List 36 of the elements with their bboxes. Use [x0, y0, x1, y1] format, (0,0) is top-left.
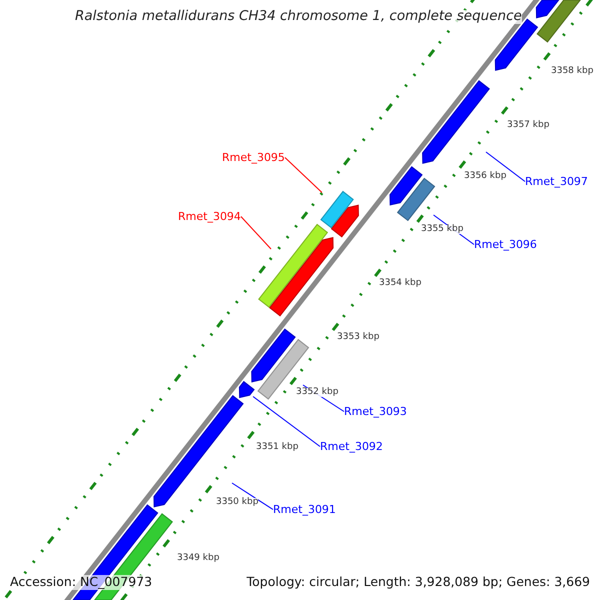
gene-label: Rmet_3092	[320, 441, 383, 452]
tick-label: 3349 kbp	[177, 554, 220, 563]
gene-glyph	[330, 204, 359, 238]
gene-bar	[536, 0, 582, 43]
leader-line	[252, 396, 320, 447]
gene-glyph	[422, 80, 490, 164]
gene-bar	[258, 224, 328, 308]
tick-label: 3352 kbp	[296, 388, 338, 397]
gene-label: Rmet_3095	[222, 152, 285, 163]
footer-text: Accession: NC_007973	[9, 575, 154, 590]
gene-bar	[320, 190, 354, 228]
gene-label: Rmet_3097	[525, 176, 588, 187]
gene-glyph	[251, 328, 296, 382]
gene-label: Rmet_3091	[273, 504, 336, 515]
gene-glyph	[238, 380, 255, 398]
gene-glyph	[153, 394, 244, 508]
tick-label: 3358 kbp	[551, 67, 594, 76]
chart-title: Ralstonia metallidurans CH34 chromosome 1, complete sequence	[75, 10, 522, 24]
leader-line	[232, 482, 274, 510]
tick-label: 3356 kbp	[464, 172, 506, 181]
tick-label: 3351 kbp	[256, 443, 298, 452]
footer-text: Topology: circular; Length: 3,928,089 bp; Genes: 3,669	[246, 575, 591, 590]
leader-line	[284, 157, 322, 193]
gene-label: Rmet_3093	[344, 406, 407, 417]
leader-line	[240, 216, 272, 250]
tick-label: 3350 kbp	[216, 498, 258, 507]
tick-label: 3355 kbp	[421, 225, 464, 234]
gene-bar	[396, 178, 436, 222]
gene-glyph	[536, 0, 560, 18]
gene-label: Rmet_3094	[178, 211, 241, 222]
gene-glyph	[269, 237, 334, 316]
tick-label: 3353 kbp	[337, 333, 380, 342]
tick-label: 3354 kbp	[379, 279, 422, 288]
gene-glyph	[390, 166, 423, 206]
tick-label: 3357 kbp	[507, 121, 550, 130]
gene-label: Rmet_3096	[474, 239, 537, 250]
